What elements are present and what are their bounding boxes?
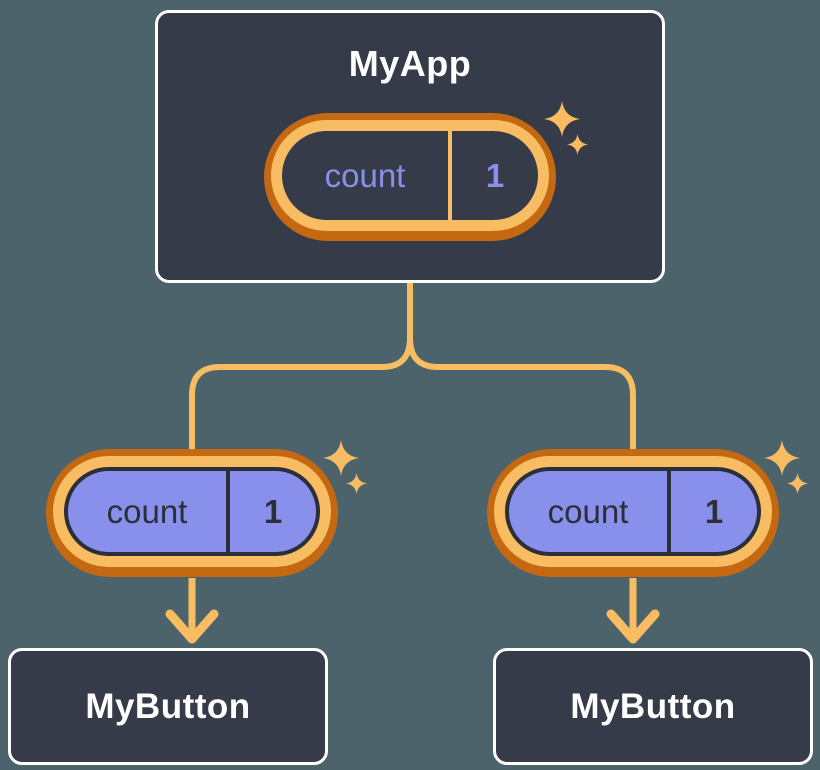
state-pill-left-button: count 1	[46, 449, 338, 577]
node-mybutton-left-title: MyButton	[85, 686, 251, 726]
node-mybutton-left: MyButton	[8, 648, 328, 765]
pill-divider	[448, 131, 452, 220]
state-name-label: count	[324, 156, 406, 194]
state-pill-right-body: count 1	[505, 467, 761, 556]
node-mybutton-right-title: MyButton	[570, 686, 736, 726]
sparkle-icon	[764, 440, 808, 494]
state-pill-left-ring: count 1	[53, 456, 331, 567]
state-pill-right-ring: count 1	[494, 456, 772, 567]
state-pill-right-button: count 1	[487, 449, 779, 577]
arrow-right-head-icon	[606, 609, 660, 644]
state-value-label: 1	[485, 156, 505, 194]
node-mybutton-right: MyButton	[493, 648, 813, 765]
branch-right-line	[407, 283, 636, 470]
sparkle-icon	[323, 440, 367, 494]
state-name-label: count	[106, 492, 188, 530]
branch-left-line	[189, 283, 413, 470]
state-pill-myapp: count 1	[264, 113, 556, 241]
state-value-label: 1	[704, 492, 724, 530]
state-pill-myapp-body: count 1	[282, 131, 538, 220]
state-pill-left-body: count 1	[64, 467, 320, 556]
sparkle-icon	[544, 101, 588, 155]
arrow-left-head-icon	[165, 609, 219, 644]
state-pill-myapp-ring: count 1	[271, 120, 549, 231]
state-name-label: count	[547, 492, 629, 530]
pill-divider	[226, 471, 230, 552]
node-myapp-title: MyApp	[348, 43, 472, 84]
state-value-label: 1	[263, 492, 283, 530]
pill-divider	[667, 471, 671, 552]
